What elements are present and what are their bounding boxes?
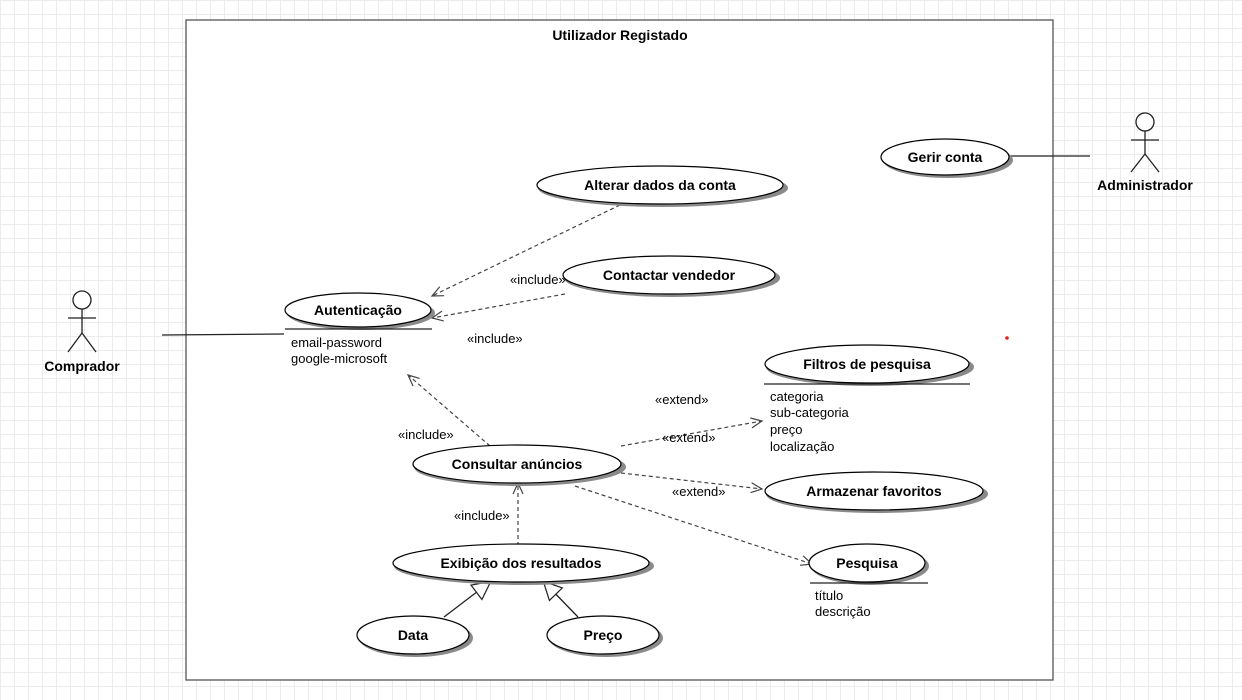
- use-case-contactar-vendedor-label: Contactar vendedor: [603, 267, 736, 283]
- use-case-armazenar-favoritos[interactable]: Armazenar favoritos: [764, 471, 988, 513]
- extension-point-descricao: descrição: [815, 604, 871, 619]
- generalization-preco: [542, 580, 579, 618]
- use-case-pesquisa[interactable]: Pesquisa título descrição: [808, 543, 929, 619]
- use-case-preco[interactable]: Preço: [546, 615, 663, 657]
- label-include-contactar: «include»: [510, 272, 566, 287]
- use-case-contactar-vendedor[interactable]: Contactar vendedor: [562, 255, 780, 297]
- extend-arrow-favoritos: [620, 472, 764, 494]
- use-case-armazenar-favoritos-label: Armazenar favoritos: [806, 483, 942, 499]
- use-case-data-label: Data: [398, 627, 429, 643]
- extension-point-titulo: título: [815, 588, 843, 603]
- actor-administrador-label: Administrador: [1097, 177, 1193, 193]
- extension-point-email-password: email-password: [291, 335, 382, 350]
- use-case-filtros-pesquisa-label: Filtros de pesquisa: [803, 356, 931, 372]
- use-case-exibicao-resultados-label: Exibição dos resultados: [440, 555, 601, 571]
- use-case-preco-label: Preço: [584, 627, 623, 643]
- label-include-exibicao: «include»: [454, 508, 510, 523]
- use-case-autenticacao[interactable]: Autenticação email-password google-micro…: [284, 292, 435, 366]
- include-arrow-contactar: [430, 293, 566, 322]
- label-extend-favoritos: «extend»: [672, 484, 726, 499]
- extension-point-localizacao: localização: [770, 439, 834, 454]
- actor-comprador-label: Comprador: [44, 358, 120, 374]
- use-case-consultar-anuncios-label: Consultar anúncios: [452, 456, 583, 472]
- extension-point-google-microsoft: google-microsoft: [291, 351, 387, 366]
- use-case-autenticacao-label: Autenticação: [314, 302, 402, 318]
- use-case-consultar-anuncios[interactable]: Consultar anúncios: [412, 444, 626, 486]
- label-extend-filtros-1: «extend»: [655, 392, 709, 407]
- use-case-data[interactable]: Data: [356, 615, 473, 657]
- use-case-alterar-dados[interactable]: Alterar dados da conta: [536, 165, 788, 207]
- extend-arrow-filtros: [620, 417, 764, 447]
- extension-point-preco: preço: [770, 422, 803, 437]
- generalization-data: [443, 580, 492, 618]
- red-dot-marker: [1005, 336, 1009, 340]
- use-case-gerir-conta[interactable]: Gerir conta: [880, 138, 1013, 178]
- use-case-gerir-conta-label: Gerir conta: [908, 149, 983, 165]
- extension-point-sub-categoria: sub-categoria: [770, 405, 850, 420]
- label-extend-filtros-2: «extend»: [662, 430, 716, 445]
- label-include-autenticacao: «include»: [467, 331, 523, 346]
- use-case-pesquisa-label: Pesquisa: [836, 555, 898, 571]
- actor-comprador[interactable]: Comprador: [44, 290, 120, 374]
- actor-administrador[interactable]: Administrador: [1097, 112, 1193, 193]
- system-title: Utilizador Registado: [552, 27, 687, 43]
- extension-point-categoria: categoria: [770, 389, 824, 404]
- use-case-alterar-dados-label: Alterar dados da conta: [584, 177, 736, 193]
- association-comprador: [161, 333, 285, 336]
- use-case-filtros-pesquisa[interactable]: Filtros de pesquisa categoria sub-catego…: [764, 344, 974, 454]
- label-include-consultar: «include»: [398, 427, 454, 442]
- use-case-exibicao-resultados[interactable]: Exibição dos resultados: [392, 543, 654, 585]
